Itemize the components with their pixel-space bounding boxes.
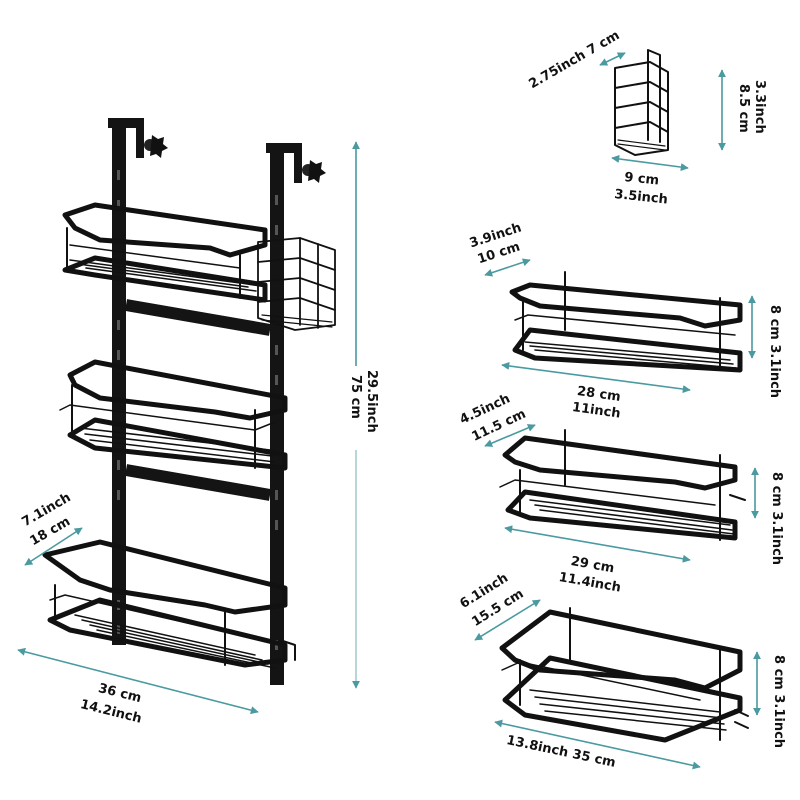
basket-height-inch-label: 3.3inch (752, 80, 767, 134)
top-shelf-depth-arrow (484, 258, 531, 277)
main-top-shelf (62, 202, 268, 303)
bottom-shelf-width-arrow (494, 719, 701, 770)
left-clamp-knob-icon (144, 135, 168, 158)
top-shelf-height-label: 8 cm 3.1inch (767, 305, 782, 399)
basket-depth-arrow (599, 52, 626, 66)
right-clamp-knob-icon (302, 160, 326, 183)
middle-shelf-depth-arrow (484, 424, 536, 447)
bottom-shelf-depth-arrow (474, 599, 541, 641)
component-small-basket (614, 49, 669, 156)
main-width-arrow (17, 647, 259, 715)
main-height-inch-label: 29.5inch (364, 370, 379, 433)
top-shelf-width-arrow (501, 361, 691, 394)
component-bottom-shelf (499, 607, 749, 743)
component-middle-shelf (499, 429, 746, 541)
main-middle-shelf (59, 359, 288, 471)
basket-width-arrow (611, 154, 689, 172)
main-small-basket (257, 237, 336, 331)
component-top-shelf (509, 271, 743, 373)
main-bottom-shelf (42, 539, 296, 669)
main-depth-arrow (24, 527, 83, 566)
left-upright-bar (108, 118, 144, 645)
main-shelving-unit (42, 118, 336, 685)
middle-shelf-height-label: 8 cm 3.1inch (769, 472, 784, 566)
middle-shelf-width-arrow (504, 525, 691, 563)
main-height-cm-label: 75 cm (348, 375, 363, 419)
basket-height-cm-label: 8.5 cm (736, 84, 751, 133)
bottom-shelf-height-label: 8 cm 3.1inch (771, 655, 786, 749)
